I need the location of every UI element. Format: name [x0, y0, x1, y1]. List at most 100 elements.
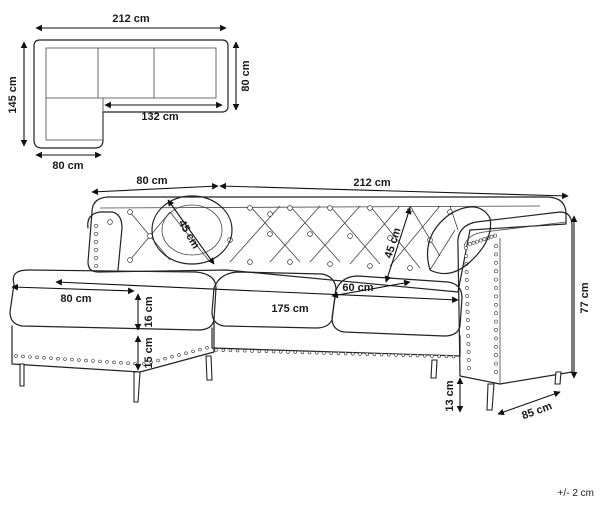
nailhead-stud [243, 349, 247, 353]
plan-view: 212 cm 80 cm 145 cm 132 cm 80 cm [7, 13, 252, 172]
nailhead-stud [478, 238, 483, 243]
nailhead-stud [466, 350, 471, 354]
nailhead-stud [494, 319, 498, 324]
nailhead-stud [205, 346, 209, 350]
nailhead-stud [307, 350, 312, 355]
tuft-button [267, 211, 273, 217]
nailhead-stud [163, 356, 167, 361]
nailhead-stud [464, 278, 469, 282]
nailhead-stud [94, 248, 98, 252]
base-studs [214, 348, 456, 359]
leg-chaise-back [205, 355, 213, 381]
nailhead-stud [464, 270, 469, 274]
nailhead-stud [329, 351, 333, 355]
nailhead-stud [343, 351, 348, 356]
nailhead-stud [494, 336, 498, 341]
sofa-illustration: 80 cm 212 cm 45 cm 45 cm 80 cm 60 cm 175… [9, 175, 591, 422]
nailhead-stud [28, 355, 32, 359]
nailhead-stud [91, 359, 95, 363]
nailhead-stud [430, 354, 434, 358]
nailhead-stud [437, 354, 441, 358]
nailhead-stud [112, 360, 116, 364]
nailhead-stud [494, 294, 498, 299]
sofa-base [211, 327, 461, 357]
nailhead-stud [467, 366, 471, 370]
nailhead-stud [444, 354, 449, 359]
nailhead-stud [105, 360, 109, 364]
tuft-button [247, 259, 253, 265]
nailhead-stud [466, 326, 470, 330]
plan-inner-line [45, 47, 217, 141]
total-width-dimline [219, 182, 569, 200]
total-width-label: 212 cm [353, 177, 391, 189]
nailhead-stud [279, 350, 283, 354]
pillow-dimline [167, 199, 215, 265]
pillow-label: 45 cm [176, 218, 202, 251]
nailhead-stud [35, 355, 39, 360]
plan-back-depth-label: 80 cm [240, 60, 252, 91]
sofa-left-arm [87, 211, 123, 271]
top-chaise-dimline [91, 182, 219, 196]
nailhead-stud [14, 354, 18, 358]
nailhead-stud [264, 349, 269, 354]
nailhead-stud [365, 352, 369, 356]
nailhead-stud [98, 359, 102, 364]
back-pillow [426, 206, 492, 275]
nailhead-stud [464, 254, 469, 258]
nailhead-stud [401, 353, 405, 357]
nailhead-stud [315, 351, 319, 355]
leg-right-front [486, 383, 495, 411]
nailhead-stud [494, 277, 498, 282]
nailhead-stud [466, 358, 471, 362]
right-arm-top-line [463, 221, 567, 247]
chaise-studs [14, 224, 209, 366]
leg-sofa-middle [430, 359, 438, 379]
leg-right-back [554, 371, 562, 385]
nailhead-stud [494, 370, 498, 374]
nailhead-stud [21, 354, 25, 359]
leg-front-center [133, 371, 141, 403]
tuft-button [107, 219, 113, 225]
nailhead-stud [42, 356, 46, 360]
plan-width-label: 212 cm [112, 13, 150, 25]
base-height-label: 15 cm [143, 337, 155, 368]
nailhead-stud [465, 286, 469, 290]
tuft-button [367, 205, 373, 211]
nailhead-stud [493, 233, 498, 238]
nailhead-stud [94, 240, 98, 244]
nailhead-stud [465, 310, 470, 314]
nailhead-stud [471, 240, 476, 245]
nailhead-stud [257, 349, 261, 353]
chaise-cushion [9, 269, 217, 331]
nailhead-stud [56, 357, 60, 361]
nailhead-stud [466, 334, 471, 338]
nailhead-stud [494, 302, 498, 307]
nailhead-stud [465, 294, 470, 298]
cushion-height-label: 16 cm [143, 296, 155, 327]
nailhead-stud [177, 353, 181, 357]
nailhead-stud [372, 352, 377, 357]
nailhead-stud [482, 237, 487, 242]
nailhead-stud [466, 342, 471, 346]
nailhead-stud [494, 344, 498, 349]
nailhead-stud [198, 347, 202, 352]
tuft-button [367, 263, 373, 269]
nailhead-stud [94, 224, 98, 228]
nailhead-stud [322, 351, 326, 355]
backrest-height-dimline [384, 207, 412, 283]
total-height-label: 77 cm [579, 282, 591, 313]
nailhead-stud [489, 234, 494, 239]
nailhead-stud [133, 361, 137, 366]
plan-chaise-width-label: 80 cm [52, 160, 83, 172]
nailhead-stud [379, 352, 384, 357]
tuft-button [127, 209, 133, 215]
seat-width-label: 175 cm [271, 303, 309, 315]
tuft-button [127, 257, 133, 263]
nailhead-stud [494, 286, 498, 290]
nailhead-stud [49, 356, 53, 360]
nailhead-stud [228, 348, 233, 353]
nailhead-stud [468, 242, 472, 246]
nailhead-stud [423, 354, 427, 358]
chaise-width-dimline [11, 283, 135, 295]
